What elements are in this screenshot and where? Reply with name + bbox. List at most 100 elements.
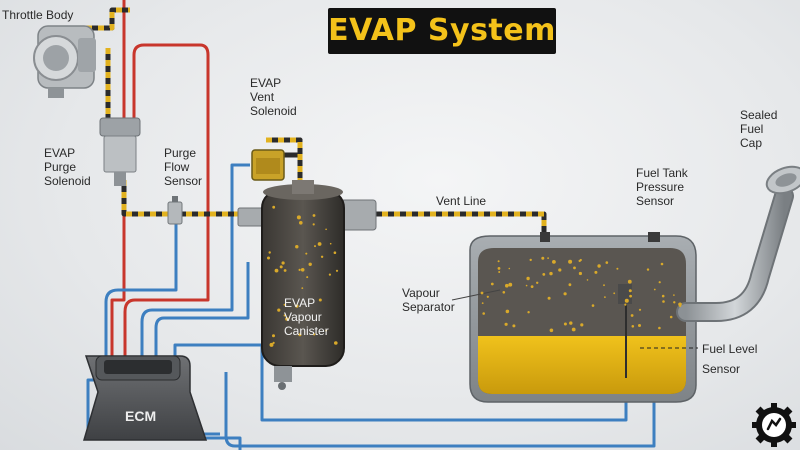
vapor-particle xyxy=(605,261,609,264)
vapor-particle xyxy=(638,308,642,311)
vapor-particle xyxy=(558,268,562,272)
vapor-particle xyxy=(317,242,322,246)
vapor-particle xyxy=(481,302,484,304)
vapor-particle xyxy=(295,304,299,308)
vapor-particle xyxy=(597,264,601,268)
vapor-particle xyxy=(613,292,616,295)
vapor-particle xyxy=(547,257,549,259)
vapor-particle xyxy=(673,301,676,304)
vapor-particle xyxy=(305,252,308,255)
label-fuel-level-sensor: Fuel Level Sensor xyxy=(702,342,758,376)
vapor-particle xyxy=(530,285,534,288)
vapor-particle xyxy=(272,205,276,209)
vapor-particle xyxy=(328,273,331,276)
vapor-particle xyxy=(679,305,682,308)
vapor-particle xyxy=(274,268,279,273)
vapor-particle xyxy=(505,309,510,314)
hose-purge-to-canister xyxy=(121,180,252,217)
vapor-particle xyxy=(630,314,634,317)
vapor-particle xyxy=(678,302,682,307)
label-sealed-fuel-cap: Sealed Fuel Cap xyxy=(740,108,778,150)
vapor-particle xyxy=(526,276,530,281)
vapor-particle xyxy=(320,255,324,258)
blue-wire-pressure xyxy=(224,240,656,448)
vapor-particle xyxy=(552,260,556,264)
purge-solenoid-part xyxy=(99,117,141,186)
vapor-particle xyxy=(569,321,573,325)
vapor-particle xyxy=(299,221,303,225)
vapor-particle xyxy=(281,261,285,265)
vapor-particle xyxy=(308,262,312,266)
vapor-particle xyxy=(638,324,641,327)
vapor-particle xyxy=(549,271,553,276)
vapor-particle xyxy=(283,303,286,306)
vapor-particle xyxy=(269,342,274,347)
vapor-particle xyxy=(578,271,583,276)
label-vapour-separator: Vapour Separator xyxy=(402,286,455,314)
vapor-particle xyxy=(268,251,271,254)
vapor-particle xyxy=(329,242,332,245)
vapor-particle xyxy=(653,288,656,291)
vapor-particle xyxy=(660,262,664,266)
vapor-particle xyxy=(480,291,484,295)
vapor-particle xyxy=(325,329,328,332)
vapor-particle xyxy=(283,269,287,272)
filler-pipe-part xyxy=(676,165,800,322)
vapor-particle xyxy=(334,341,338,345)
vapor-particle xyxy=(603,284,605,287)
vapor-particle xyxy=(306,276,309,279)
vapor-particle xyxy=(586,279,589,281)
vapor-particle xyxy=(298,333,302,337)
vapor-particle xyxy=(318,298,322,302)
vapor-particle xyxy=(536,281,539,284)
vapor-particle xyxy=(312,223,315,226)
page-title: EVAP System xyxy=(328,8,556,54)
vapor-particle xyxy=(296,215,301,220)
vapor-particle xyxy=(568,283,572,287)
vapor-particle xyxy=(482,312,486,315)
vapor-particle xyxy=(591,304,595,307)
label-vent-line: Vent Line xyxy=(436,194,487,208)
vapor-particle xyxy=(594,270,598,274)
vapor-particle xyxy=(627,279,632,284)
vapor-particle xyxy=(631,325,635,328)
vapor-particle xyxy=(568,259,573,264)
vapor-particle xyxy=(335,269,339,272)
vapor-particle xyxy=(673,294,675,296)
vapor-particle xyxy=(497,267,501,270)
vapor-particle xyxy=(505,283,509,288)
vapor-particle xyxy=(512,324,516,328)
label-evap-vent-solenoid: EVAP Vent Solenoid xyxy=(250,76,297,118)
vapor-particle xyxy=(624,298,629,303)
vapor-particle xyxy=(661,294,665,298)
label-purge-flow-sensor: Purge Flow Sensor xyxy=(164,146,203,188)
vapor-particle xyxy=(542,273,546,276)
vapor-particle xyxy=(578,259,581,263)
vapor-particle xyxy=(541,256,545,260)
blue-wire-vent-solenoid xyxy=(140,163,250,360)
vapor-particle xyxy=(504,322,508,326)
evap-hoses xyxy=(86,7,547,240)
vapor-particle xyxy=(525,284,528,287)
blue-wire-purge-flow xyxy=(104,218,178,360)
vapor-particle xyxy=(298,268,301,271)
purge-flow-sensor-part xyxy=(167,196,183,225)
vapor-particle xyxy=(295,245,299,249)
vapor-particle xyxy=(604,296,606,298)
vapor-particle xyxy=(529,258,532,262)
throttle-body-part xyxy=(33,25,96,98)
label-ecm: ECM xyxy=(125,408,157,424)
vapor-particle xyxy=(502,291,506,294)
vapor-particle xyxy=(301,287,304,289)
vapor-particle xyxy=(508,267,511,270)
vapor-particle xyxy=(283,314,286,317)
vapor-particle xyxy=(498,271,501,273)
vapor-particle xyxy=(497,260,500,263)
vapor-particle xyxy=(549,328,554,333)
vapor-particle xyxy=(658,326,661,330)
vapor-particle xyxy=(563,322,567,326)
vapor-particle xyxy=(277,308,281,312)
vapor-particle xyxy=(629,294,632,298)
vapor-particle xyxy=(628,289,632,293)
fuel-tank-part xyxy=(469,232,697,403)
